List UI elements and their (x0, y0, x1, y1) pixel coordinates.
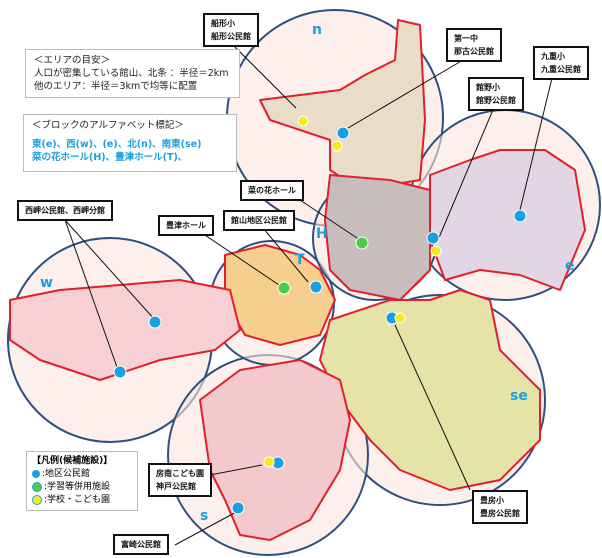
marker-hall (277, 281, 291, 295)
green-dot-icon (32, 481, 42, 492)
marker-school (331, 140, 343, 152)
area-letter-T: T (295, 252, 305, 268)
marker-kominkan (148, 315, 162, 329)
yellow-dot-icon (32, 494, 42, 505)
label-kokonoe: 九重小 九重公民館 (533, 46, 589, 80)
area-letter-s: s (200, 508, 209, 524)
area-guide-box: ＜エリアの目安＞ 人口が密集している館山、北条 ：半径＝2km 他のエリア：半径… (25, 49, 240, 98)
block-notation-line1: 東(e)、西(w)、(e)、北(n)、南東(se) (32, 139, 202, 150)
area-letter-n: n (312, 22, 322, 38)
marker-kominkan (231, 501, 245, 515)
marker-kominkan (336, 126, 350, 140)
marker-kominkan (513, 209, 527, 223)
area-letter-H: H (316, 226, 328, 242)
area-guide-line1: 人口が密集している館山、北条 ：半径＝2km (34, 68, 229, 79)
block-notation-box: ＜ブロックのアルファベット標記＞ 東(e)、西(w)、(e)、北(n)、南東(s… (23, 114, 237, 172)
district-w (9, 279, 241, 381)
block-notation-line2: 菜の花ホール(H)、豊津ホール(T)、 (32, 152, 188, 163)
label-tateyama: 館山地区公民館 (223, 210, 295, 231)
area-letter-se: se (510, 388, 528, 404)
area-letter-w: w (40, 275, 53, 291)
facility-markers (113, 115, 527, 515)
marker-kominkan (309, 280, 323, 294)
district-n (259, 19, 426, 191)
area-guide-line2: 他のエリア：半径＝3kmで均等に配置 (34, 81, 198, 92)
block-notation-title: ＜ブロックのアルファベット標記＞ (32, 120, 184, 131)
marker-kominkan (426, 231, 440, 245)
marker-school (263, 456, 275, 468)
blue-dot-icon (32, 469, 40, 478)
area-letter-e: e (565, 258, 575, 274)
legend-item-facility: :学習等併用施設 (32, 481, 132, 494)
label-tateno: 館野小 館野公民館 (468, 77, 524, 111)
district-H (324, 174, 431, 301)
label-nanohana: 菜の花ホール (240, 180, 304, 201)
marker-school (394, 312, 406, 324)
legend-item-school: :学校・こども園 (32, 494, 132, 507)
marker-school (430, 245, 442, 257)
legend-title: 【凡例(候補施設)】 (32, 456, 113, 466)
label-daiichi: 第一中 那古公民館 (446, 28, 502, 62)
legend-label: :地区公民館 (42, 469, 91, 479)
marker-kominkan (113, 365, 127, 379)
legend-item-kominkan: :地区公民館 (32, 468, 132, 481)
label-kanbe: 房南こども園 神戸公民館 (148, 463, 212, 497)
district-se (319, 289, 541, 491)
legend-label: :学習等併用施設 (44, 482, 111, 492)
legend: 【凡例(候補施設)】 :地区公民館 :学習等併用施設 :学校・こども園 (26, 451, 138, 511)
label-funagata: 船形小 船形公民館 (203, 13, 259, 47)
district-e (429, 149, 586, 291)
district-s (199, 359, 351, 541)
label-nishizaki: 西岬公民館、西岬分館 (17, 200, 113, 221)
label-toyotsu: 豊津ホール (158, 215, 214, 236)
label-tomisaki: 富崎公民館 (113, 534, 169, 555)
area-guide-title: ＜エリアの目安＞ (34, 55, 111, 66)
legend-label: :学校・こども園 (44, 495, 111, 505)
marker-hall (355, 236, 369, 250)
marker-school (297, 115, 309, 127)
label-toyofusa: 豊房小 豊房公民館 (472, 490, 528, 524)
districts (9, 19, 586, 541)
